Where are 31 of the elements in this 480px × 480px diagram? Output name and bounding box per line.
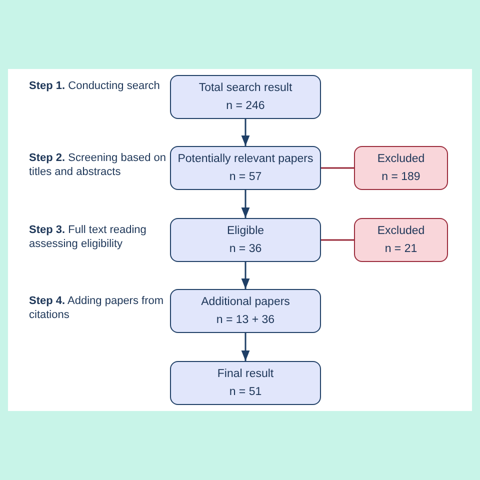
excluded-box [354, 146, 448, 190]
box-title: Total search result [198, 82, 294, 94]
count-text: n = 13 + 36 [215, 314, 276, 326]
count-text: n = 21 [384, 243, 418, 255]
count-text: n = 36 [228, 243, 263, 255]
process-box [170, 361, 321, 405]
count-text: n = 189 [380, 171, 422, 183]
connector-line [321, 167, 354, 169]
step-description: Step 3. Full text reading assessing eligibility [29, 224, 148, 251]
connector-line [321, 239, 354, 241]
arrow [241, 190, 250, 218]
box-title: Eligible [226, 225, 266, 237]
step-description: Step 2. Screening based on titles and abstracts [29, 152, 167, 179]
process-box [170, 218, 321, 262]
step-description: Step 1. Conducting search [29, 80, 161, 94]
count-text: n = 57 [228, 171, 263, 183]
process-box [170, 146, 321, 190]
count-text: n = 246 [225, 100, 266, 112]
step-description: Step 4. Adding papers from citations [29, 295, 165, 322]
process-box [170, 75, 321, 119]
box-title: Final result [216, 368, 275, 380]
arrow [241, 119, 250, 146]
arrow [241, 333, 250, 361]
count-text: n = 51 [228, 386, 263, 398]
box-title: Additional papers [200, 296, 291, 308]
box-title: Potentially relevant papers [176, 153, 314, 165]
excluded-box [354, 218, 448, 262]
process-box [170, 289, 321, 333]
box-title: Excluded [376, 153, 426, 165]
box-title: Excluded [376, 225, 426, 237]
arrow [241, 262, 250, 289]
